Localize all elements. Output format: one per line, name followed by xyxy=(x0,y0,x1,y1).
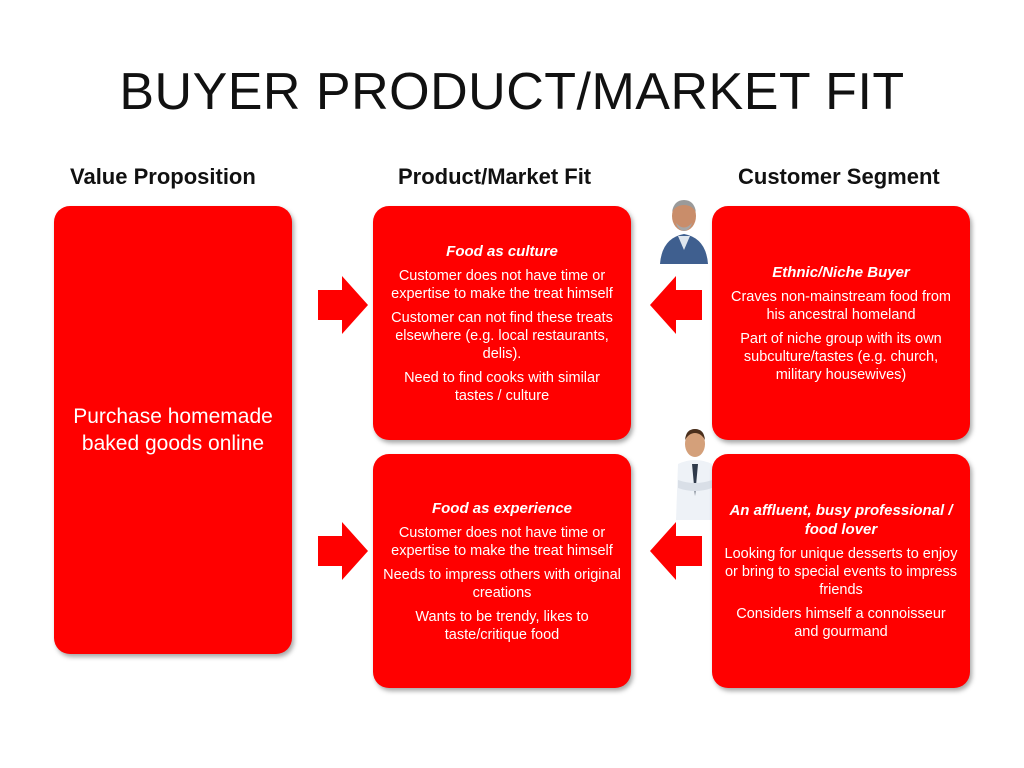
fit-point: Customer does not have time or expertise… xyxy=(391,267,613,302)
segment-point: Considers himself a connoisseur and gour… xyxy=(736,606,946,640)
segment-point: Craves non-mainstream food from his ance… xyxy=(731,288,951,323)
segment-point: Part of niche group with its own subcult… xyxy=(740,330,942,383)
segment-heading: An affluent, busy professional / food lo… xyxy=(729,502,953,538)
fit-point: Customer does not have time or expertise… xyxy=(391,524,613,559)
fit-box-food-as-experience: Food as experience Customer does not hav… xyxy=(373,454,631,688)
left-arrow-icon xyxy=(650,522,702,580)
businessman-photo xyxy=(672,424,718,520)
value-proposition-box: Purchase homemade baked goods online xyxy=(54,206,292,654)
fit-point: Need to find cooks with similar tastes /… xyxy=(404,369,600,404)
segment-box-ethnic-niche-buyer: Ethnic/Niche Buyer Craves non-mainstream… xyxy=(712,206,970,440)
segment-box-affluent-professional: An affluent, busy professional / food lo… xyxy=(712,454,970,688)
left-arrow-icon xyxy=(650,276,702,334)
column-header-value-proposition: Value Proposition xyxy=(70,164,256,189)
page-title: BUYER PRODUCT/MARKET FIT xyxy=(119,63,905,121)
fit-box-food-as-culture: Food as culture Customer does not have t… xyxy=(373,206,631,440)
right-arrow-icon xyxy=(318,522,368,580)
right-arrow-icon xyxy=(318,276,368,334)
fit-point: Customer can not find these treats elsew… xyxy=(391,309,613,362)
fit-point: Needs to impress others with original cr… xyxy=(383,566,621,601)
column-header-product-market-fit: Product/Market Fit xyxy=(398,164,592,189)
fit-heading: Food as experience xyxy=(431,499,573,517)
value-proposition-text: Purchase homemade baked goods online xyxy=(73,405,273,455)
segment-point: Looking for unique desserts to enjoy or … xyxy=(724,546,958,598)
segment-heading: Ethnic/Niche Buyer xyxy=(772,263,910,281)
older-man-photo xyxy=(656,192,712,264)
fit-heading: Food as culture xyxy=(446,242,558,260)
column-header-customer-segment: Customer Segment xyxy=(738,164,940,189)
fit-point: Wants to be trendy, likes to taste/criti… xyxy=(415,608,589,643)
